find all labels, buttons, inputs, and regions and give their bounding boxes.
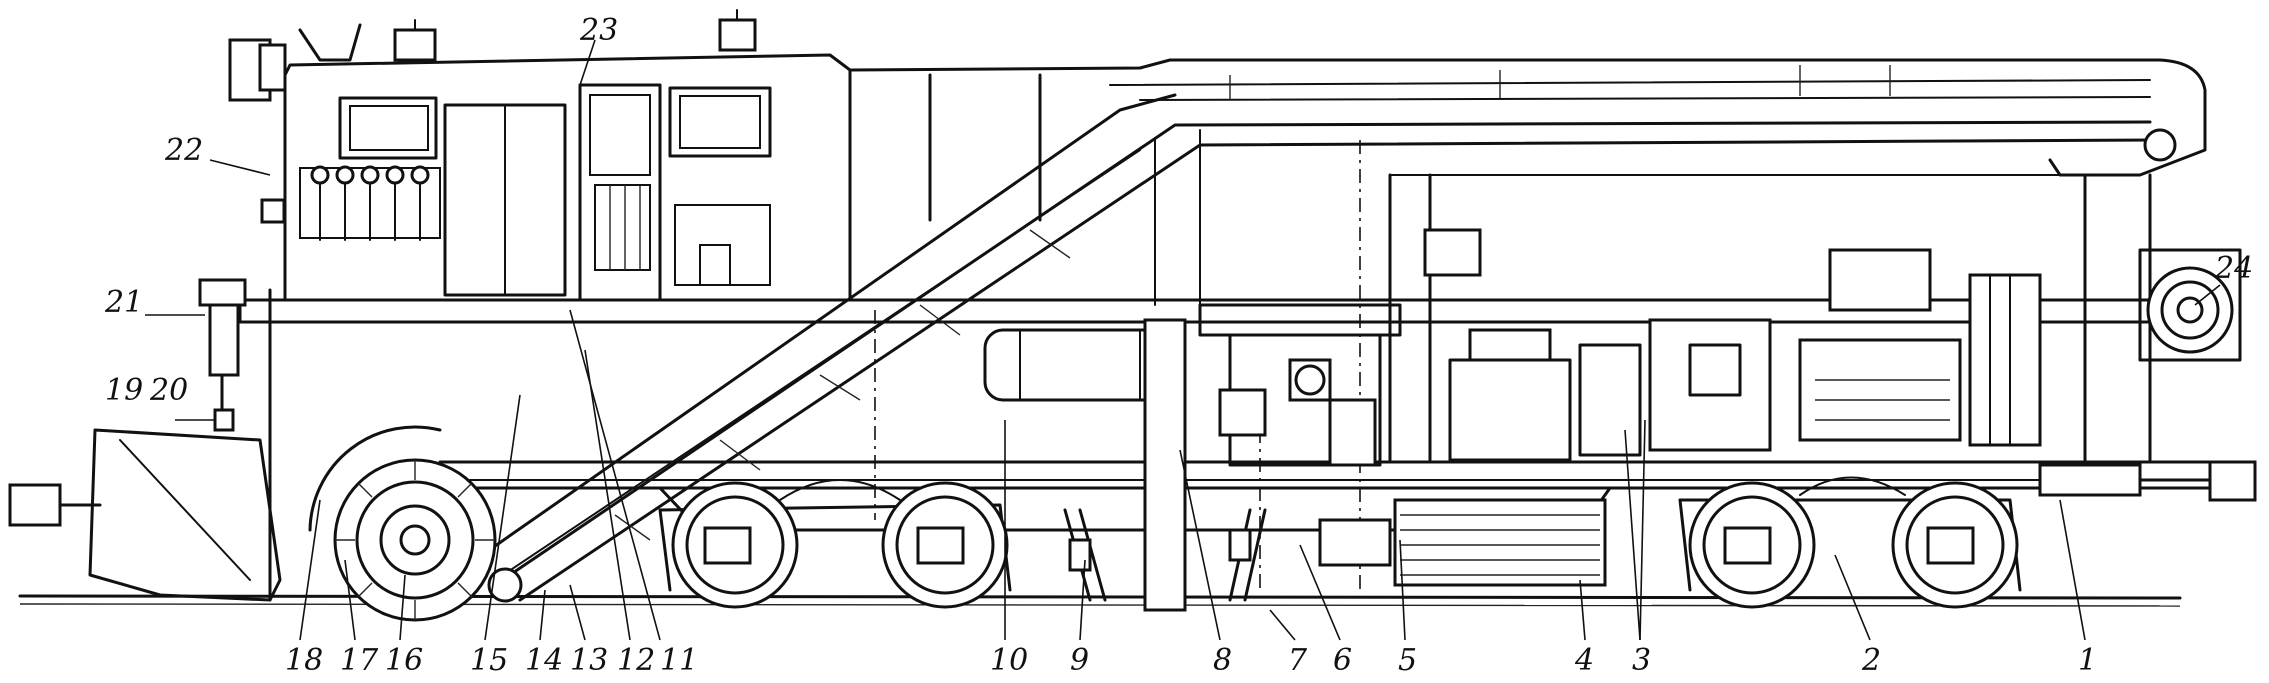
callout-6: 6 xyxy=(1333,643,1352,678)
callout-3: 3 xyxy=(1632,643,1651,678)
central-mechanism xyxy=(1198,303,1402,467)
callout-7: 7 xyxy=(1288,643,1308,678)
lifting-levers xyxy=(1063,508,1267,602)
rear-bogie xyxy=(1678,476,2022,609)
callout-24: 24 xyxy=(2214,251,2253,286)
callout-13: 13 xyxy=(570,643,608,678)
callout-15: 15 xyxy=(470,643,508,678)
callout-2: 2 xyxy=(1861,643,1881,678)
callout-1: 1 xyxy=(2078,643,2097,678)
rear-fan xyxy=(2138,248,2242,362)
rear-coupler xyxy=(2038,460,2257,502)
callout-16: 16 xyxy=(385,643,423,678)
callout-14: 14 xyxy=(525,643,563,678)
front-rotor xyxy=(308,425,497,622)
callout-11: 11 xyxy=(660,643,698,678)
callout-labels: 1 2 3 4 5 6 7 8 9 10 11 12 13 14 15 16 1… xyxy=(104,13,2253,678)
front-plough xyxy=(8,278,282,602)
callout-23: 23 xyxy=(579,13,618,48)
air-tank xyxy=(983,318,1187,612)
callout-19: 19 xyxy=(105,373,143,408)
inclined-conveyor xyxy=(473,93,2177,603)
leader-lines xyxy=(145,39,2221,641)
callout-17: 17 xyxy=(340,643,379,678)
callout-21: 21 xyxy=(104,285,143,320)
callout-5: 5 xyxy=(1398,643,1417,678)
callout-9: 9 xyxy=(1070,643,1089,678)
front-bogie xyxy=(658,479,1012,609)
callout-18: 18 xyxy=(285,643,323,678)
callout-10: 10 xyxy=(990,643,1028,678)
callout-22: 22 xyxy=(164,133,203,168)
machine-body xyxy=(228,9,2207,590)
control-panel xyxy=(260,165,441,241)
callout-20: 20 xyxy=(149,373,188,408)
engine-compartment xyxy=(1423,228,2042,462)
radiator-block xyxy=(1318,498,1607,587)
callout-8: 8 xyxy=(1213,643,1232,678)
callout-4: 4 xyxy=(1574,643,1594,678)
callout-12: 12 xyxy=(617,643,655,678)
